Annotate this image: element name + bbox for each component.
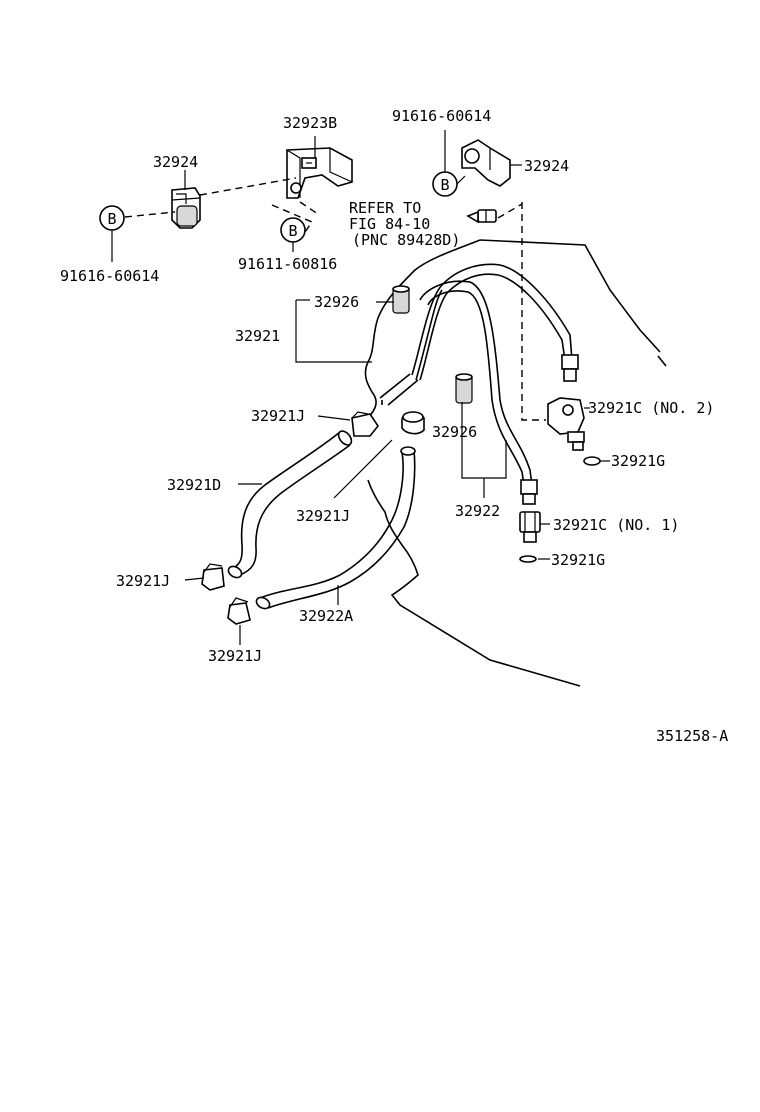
label-32921G-lower: 32921G xyxy=(551,551,605,569)
diagram-id: 351258-A xyxy=(656,727,728,745)
hose-32922A xyxy=(255,446,416,610)
bolt-b-letter: B xyxy=(440,176,449,194)
bolt-b-middle: B xyxy=(280,217,306,252)
clamp-32924-left xyxy=(171,170,201,229)
label-32923B: 32923B xyxy=(283,114,337,132)
engine-outline xyxy=(364,239,667,687)
label-32921C-no2: 32921C (NO. 2) xyxy=(588,399,714,417)
label-refer-line1: REFER TO xyxy=(349,199,421,217)
label-refer-line2: FIG 84-10 xyxy=(349,215,430,233)
sleeve-32926-middle xyxy=(455,373,473,404)
gasket-32921G-lower xyxy=(519,555,537,563)
clamp-32924-right xyxy=(461,139,522,187)
label-32921D: 32921D xyxy=(167,476,221,494)
label-91616-60614-top: 91616-60614 xyxy=(392,107,491,125)
clip-32921J-d xyxy=(227,597,251,625)
label-32921C-no1: 32921C (NO. 1) xyxy=(553,516,679,534)
label-32924-left: 32924 xyxy=(153,153,198,171)
clip-32921J-a xyxy=(351,411,379,437)
union-32921C-no1 xyxy=(519,511,541,543)
union-32921C-no2 xyxy=(547,397,590,451)
label-32921J-a: 32921J xyxy=(251,407,305,425)
label-32924-right: 32924 xyxy=(524,157,569,175)
label-32921: 32921 xyxy=(235,327,280,345)
label-32921G-upper: 32921G xyxy=(611,452,665,470)
clip-32921J-b xyxy=(401,411,425,435)
label-32921J-b: 32921J xyxy=(296,507,350,525)
bolt-b-letter: B xyxy=(107,210,116,228)
label-32922: 32922 xyxy=(455,502,500,520)
pipe-assembly-32921 xyxy=(379,263,573,486)
label-32921J-d: 32921J xyxy=(208,647,262,665)
bracket-32923B xyxy=(286,136,353,199)
bolt-b-top: B xyxy=(432,130,466,197)
bolt-b-letter: B xyxy=(288,222,297,240)
hose-32921D xyxy=(227,430,353,579)
label-91616-60614-left: 91616-60614 xyxy=(60,267,159,285)
label-32926-top: 32926 xyxy=(314,293,359,311)
bolt-b-left: B xyxy=(99,205,125,262)
label-91611-60816: 91611-60816 xyxy=(238,255,337,273)
sensor-fitting xyxy=(466,209,497,224)
label-refer-line3: (PNC 89428D) xyxy=(352,231,460,249)
label-32922A: 32922A xyxy=(299,607,353,625)
sleeve-32926-upper xyxy=(392,285,410,314)
pipe-nut-upper xyxy=(561,354,579,382)
label-32921J-c: 32921J xyxy=(116,572,170,590)
gasket-32921G-upper xyxy=(583,456,601,466)
clip-32921J-c xyxy=(201,563,225,591)
pipe-nut-lower xyxy=(520,479,538,505)
label-32926-middle: 32926 xyxy=(432,423,477,441)
leader-lines xyxy=(184,299,610,645)
